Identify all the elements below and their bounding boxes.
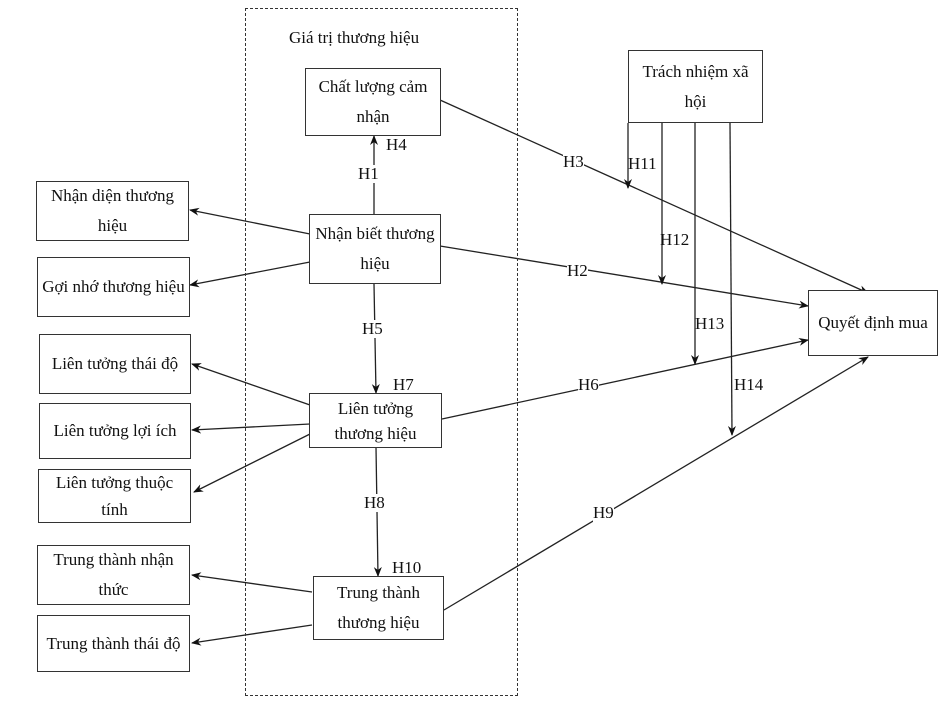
node-nhan-biet-thuong-hieu: Nhận biết thương hiệu: [309, 214, 441, 284]
label-h6: H6: [578, 375, 599, 394]
edge-h5: [371, 283, 380, 394]
label-h9: H9: [593, 503, 614, 522]
label-h7: H7: [393, 375, 414, 394]
node-trach-nhiem-xa-hoi: Trách nhiệm xã hội: [628, 50, 763, 123]
label-h14: H14: [734, 375, 764, 394]
label-h5: H5: [362, 319, 383, 338]
node-trung-thanh-thai-do: Trung thành thái độ: [37, 615, 190, 672]
edge-h2: [439, 245, 809, 309]
label-h4: H4: [386, 135, 407, 154]
edge-h3: [439, 99, 869, 294]
node-quyet-dinh-mua: Quyết định mua: [808, 290, 938, 356]
group-title: Giá trị thương hiệu: [289, 28, 420, 47]
edge-nhan-dien: [189, 207, 311, 235]
edge-h14: [727, 122, 736, 436]
node-trung-thanh-nhan-thuc: Trung thành nhận thức: [37, 545, 190, 605]
node-nhan-dien-thuong-hieu: Nhận diện thương hiệu: [36, 181, 189, 241]
edge-goi-nho: [189, 261, 311, 288]
node-lien-tuong-loi-ich: Liên tưởng lợi ích: [39, 403, 191, 459]
node-lien-tuong-thuoc-tinh: Liên tưởng thuộc tính: [38, 469, 191, 523]
label-h3: H3: [563, 152, 584, 171]
label-h13: H13: [695, 314, 725, 333]
label-h8: H8: [364, 493, 385, 512]
edge-lt-loi-ich: [191, 423, 311, 434]
node-goi-nho-thuong-hieu: Gợi nhớ thương hiệu: [37, 257, 190, 317]
node-lien-tuong-thuong-hieu: Liên tưởng thương hiệu: [309, 393, 442, 448]
node-trung-thanh-thuong-hieu: Trung thành thương hiệu: [313, 576, 444, 640]
brand-equity-group: [245, 8, 518, 696]
edge-lt-thai-do: [191, 363, 311, 406]
edge-h6: [441, 337, 809, 420]
label-h10: H10: [392, 558, 422, 577]
label-h1: H1: [358, 164, 379, 183]
edge-tt-thai-do: [191, 624, 313, 646]
edge-h9: [443, 356, 869, 611]
label-h2: H2: [567, 261, 588, 280]
node-lien-tuong-thai-do: Liên tưởng thái độ: [39, 334, 191, 394]
label-h11: H11: [628, 154, 657, 173]
node-chat-luong-cam-nhan: Chất lượng cảm nhận: [305, 68, 441, 136]
label-h12: H12: [660, 230, 690, 249]
edge-tt-nhan-thuc: [191, 572, 313, 593]
edge-lt-thuoc-tinh: [193, 433, 311, 493]
